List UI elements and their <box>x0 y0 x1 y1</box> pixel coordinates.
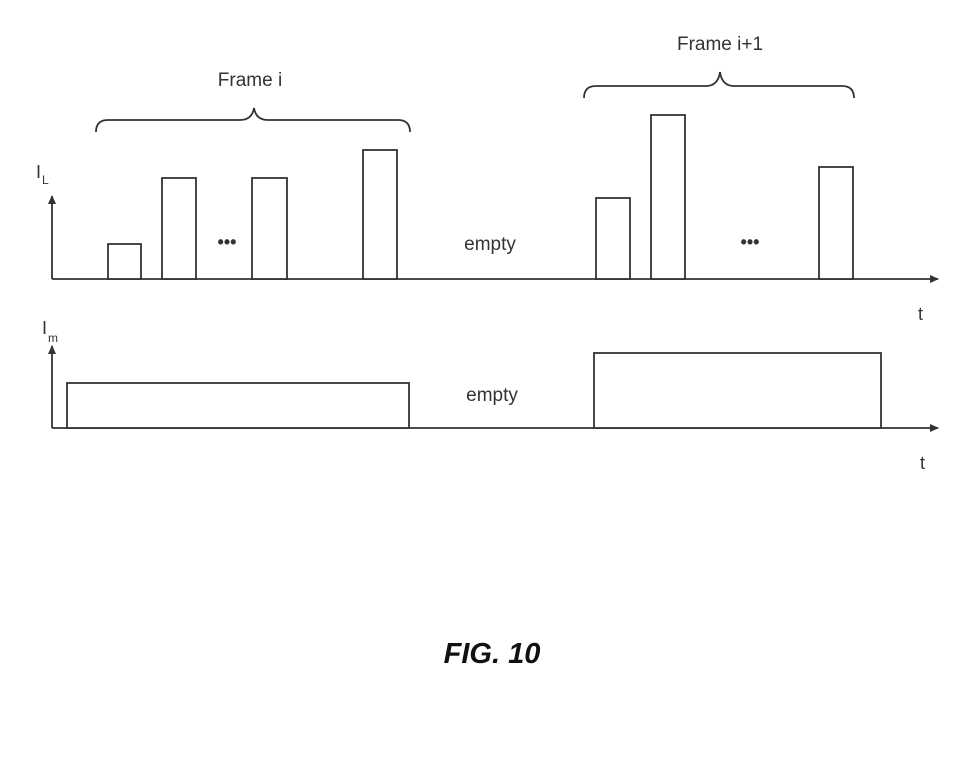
top-y-axis-label: I <box>36 162 41 182</box>
top-empty-label: empty <box>464 234 516 255</box>
bottom-panel: I m t empty <box>42 318 939 473</box>
pulse-frame-i-4 <box>362 149 398 280</box>
bottom-y-axis-label: I <box>42 318 47 338</box>
bottom-x-axis-label: t <box>920 453 925 473</box>
pulse-frame-i1-1 <box>595 197 631 280</box>
frame-i1-label: Frame i+1 <box>677 34 763 55</box>
top-x-axis-label: t <box>918 304 923 324</box>
figure-caption: FIG. 10 <box>444 638 541 670</box>
top-panel: I L t Frame i Frame i+1 ••• ••• empty <box>36 34 939 324</box>
top-y-axis-subscript: L <box>42 173 49 187</box>
pulse-frame-i1-2 <box>650 114 686 280</box>
bottom-y-axis-subscript: m <box>48 331 58 345</box>
frame-i1-brace <box>583 71 855 99</box>
bottom-pulse-frame-i <box>66 382 410 429</box>
pulse-frame-i-3 <box>251 177 288 280</box>
frame-i-label: Frame i <box>218 70 282 91</box>
pulse-frame-i1-3 <box>818 166 854 280</box>
frame-i-brace <box>95 107 411 133</box>
pulse-frame-i-2 <box>161 177 197 280</box>
bottom-empty-label: empty <box>466 385 518 406</box>
ellipsis-frame-i1: ••• <box>741 232 760 252</box>
pulse-frame-i-1 <box>107 243 142 280</box>
ellipsis-frame-i: ••• <box>218 232 237 252</box>
bottom-pulse-frame-i1 <box>593 352 882 429</box>
